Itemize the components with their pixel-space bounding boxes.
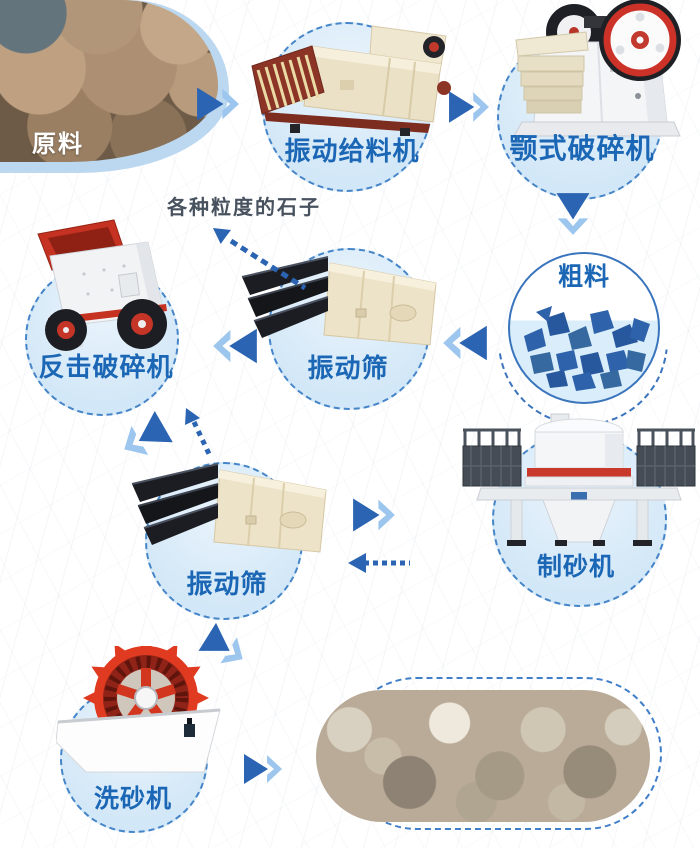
finished-sand-photo <box>316 690 650 822</box>
arrow-screen1-to-impact-icon <box>213 328 257 364</box>
arrow-jaw-to-coarse-icon <box>556 193 590 235</box>
arrow-raw-to-feeder-icon <box>197 87 239 121</box>
arrow-screen2-to-sandmaker-icon <box>353 498 395 532</box>
arrow-washer-to-sand-icon <box>244 754 282 784</box>
dashed-arrow-screen1-to-stones-icon <box>213 228 307 291</box>
arrow-coarse-to-screen1-icon <box>443 325 487 361</box>
arrow-feeder-to-jaw-icon <box>449 91 489 123</box>
vibrating-screen-1-label: 振动筛 <box>307 353 389 383</box>
various-sizes-note: 各种粒度的石子 <box>167 197 321 219</box>
dashed-arrow-screen2-to-impact-icon <box>185 408 213 458</box>
jaw-crusher-label: 颚式破碎机 <box>509 133 655 164</box>
jaw-crusher-image <box>513 0 681 137</box>
arrow-impact-to-screen2-icon <box>124 411 173 455</box>
vibrating-feeder-image <box>251 25 451 136</box>
vibrating-feeder-label: 振动给料机 <box>284 136 420 166</box>
coarse-material-label: 粗料 <box>557 263 610 291</box>
arrow-screen2-to-washer-icon <box>198 622 243 664</box>
vibrating-screen-1-image <box>241 256 437 346</box>
raw-material-label: 原料 <box>32 131 84 158</box>
dashed-arrow-sandmaker-to-screen2-icon <box>348 553 410 573</box>
sand-maker-label: 制砂机 <box>536 553 615 581</box>
sand-washer-image <box>56 646 221 773</box>
vibrating-screen-2-label: 振动筛 <box>186 569 268 599</box>
sand-washer-label: 洗砂机 <box>93 785 172 813</box>
vibrating-screen-2-image <box>131 463 327 553</box>
coarse-material-rocks <box>524 306 650 391</box>
impact-crusher-label: 反击破碎机 <box>38 352 174 382</box>
sand-maker-image <box>462 413 696 546</box>
impact-crusher-image <box>37 219 167 351</box>
raw-material-photo <box>0 0 218 162</box>
